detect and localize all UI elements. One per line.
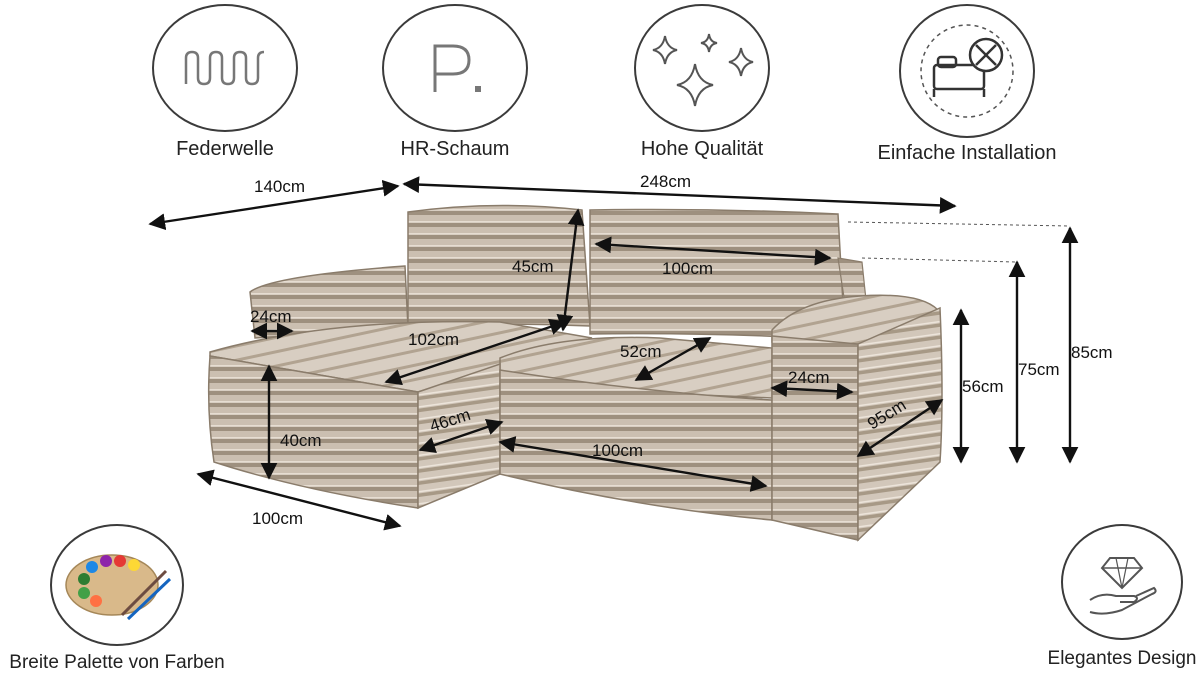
label-chaise-length: 140cm [254, 177, 305, 196]
sparkles-icon [652, 33, 754, 107]
hr-schaum-circle [382, 4, 528, 132]
arrow-backrest-height [556, 208, 585, 332]
label-front-width: 100cm [592, 441, 643, 460]
spring-wave-icon [184, 50, 265, 86]
feature-palette: Breite Palette von Farben [4, 524, 230, 674]
federwelle-circle [152, 4, 298, 132]
qualitaet-circle [634, 4, 770, 132]
palette-label: Breite Palette von Farben [9, 652, 225, 673]
label-chaise-seat-depth: 102cm [408, 330, 459, 349]
feature-federwelle: Federwelle [140, 4, 310, 161]
diamond-hand-icon [1089, 557, 1157, 615]
feature-einfache-installation: Einfache Installation [862, 4, 1072, 165]
reference-lines [847, 221, 1071, 263]
sofa-illustration [207, 204, 943, 542]
label-arm-width-right: 24cm [788, 368, 830, 387]
dimension-arrows [148, 176, 1079, 531]
bed-tools-icon [920, 24, 1014, 118]
label-back-height: 75cm [1018, 360, 1060, 379]
arrow-chaise-front-width [196, 469, 402, 531]
palette-circle [50, 524, 184, 646]
feature-elegantes-design: Elegantes Design [1044, 524, 1200, 670]
label-backrest-width: 100cm [662, 259, 713, 278]
label-arm-width-left: 24cm [250, 307, 292, 326]
federwelle-label: Federwelle [176, 138, 274, 160]
label-arm-height: 56cm [962, 377, 1004, 396]
label-seat-height: 40cm [280, 431, 322, 450]
label-backrest-height: 45cm [512, 257, 554, 276]
label-chaise-front-width: 100cm [252, 509, 303, 528]
right-armrest-front [771, 335, 859, 541]
foam-p-icon [433, 44, 481, 92]
feature-hohe-qualitaet: Hohe Qualität [612, 4, 792, 161]
feature-hr-schaum: HR-Schaum [370, 4, 540, 161]
label-total-width: 248cm [640, 172, 691, 191]
color-palette-icon [65, 554, 172, 621]
arrow-chaise-seat-depth [384, 318, 567, 386]
arrow-total-width [402, 176, 957, 214]
arrow-side-depth [856, 399, 944, 457]
installation-circle [899, 4, 1035, 138]
hr-schaum-label: HR-Schaum [400, 138, 510, 160]
design-label: Elegantes Design [1047, 648, 1197, 669]
installation-label: Einfache Installation [877, 142, 1057, 164]
label-total-height: 85cm [1071, 343, 1113, 362]
arrow-chaise-length [148, 179, 400, 231]
arrow-seat-depth [634, 336, 712, 382]
design-circle [1061, 524, 1183, 640]
qualitaet-label: Hohe Qualität [640, 138, 764, 160]
arrow-front-width [498, 436, 768, 492]
label-seat-depth: 52cm [620, 342, 662, 361]
arrow-chaise-side-depth [418, 418, 504, 454]
arrow-backrest-width [594, 236, 832, 266]
arrow-arm-width-right [770, 380, 854, 400]
left-backrest [407, 204, 591, 327]
